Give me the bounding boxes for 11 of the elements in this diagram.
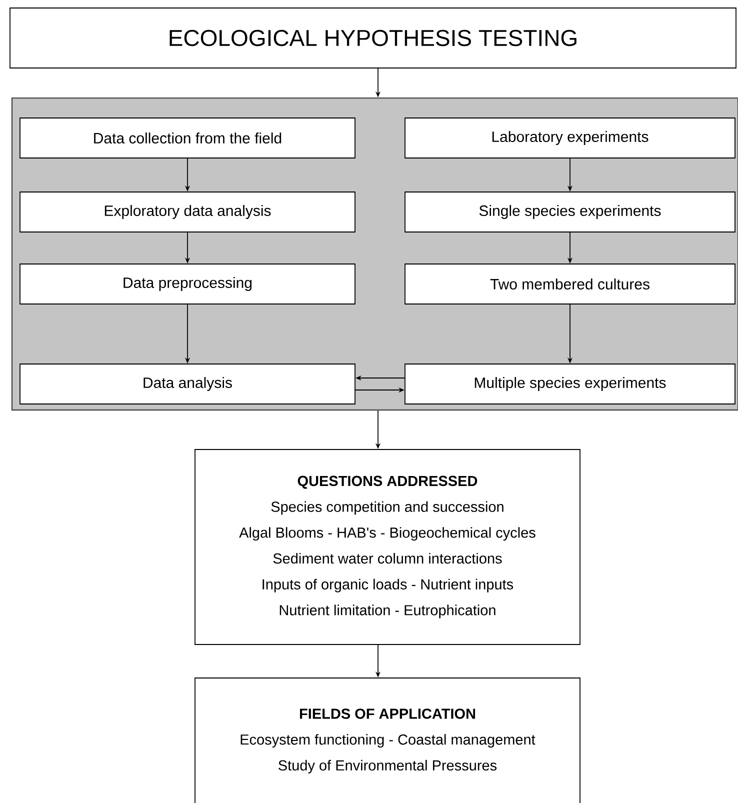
process-box: Multiple species experiments [404, 364, 736, 404]
title-box: ECOLOGICAL HYPOTHESIS TESTING [10, 8, 736, 68]
process-box: Exploratory data analysis [20, 192, 356, 232]
process-box: Single species experiments [404, 192, 736, 232]
process-box: Two membered cultures [404, 264, 736, 304]
process-box: Data preprocessing [20, 264, 356, 304]
process-box: Data collection from the field [20, 118, 356, 158]
process-box: Laboratory experiments [404, 118, 736, 158]
text-box: FIELDS OF APPLICATION Ecosystem functioning - Coastal management Study of Environmental Pressures [194, 678, 580, 803]
process-box: Data analysis [20, 364, 356, 404]
text-box: QUESTIONS ADDRESSED Species competition and succession Algal Blooms - HAB's - Biogeochemical cycles Sediment water column interactions Inputs of organic loads - Nutrient inputs Nutrient limitation - Eutrophication [194, 449, 580, 645]
